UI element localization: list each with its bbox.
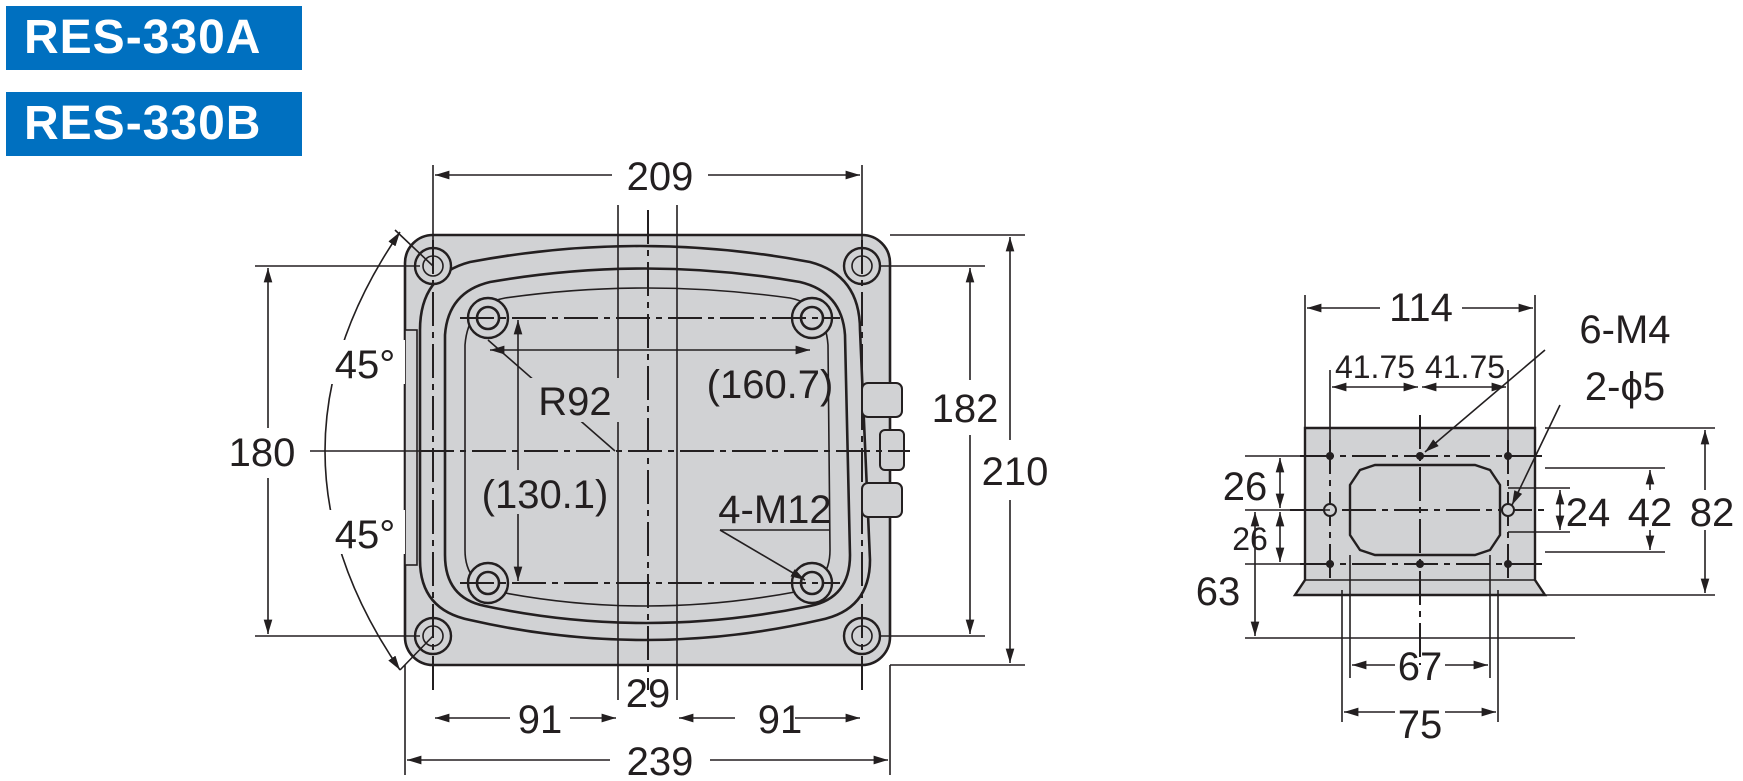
dim-82: 82 [1690, 491, 1735, 535]
middle-rib [443, 267, 852, 625]
model-badge-res-330a: RES-330A [6, 6, 302, 70]
dim-41-75-left: 41.75 [1335, 349, 1415, 385]
dim-91-left: 91 [518, 698, 563, 742]
outer-rib [418, 244, 872, 642]
dim-63: 63 [1196, 570, 1241, 614]
dim-42: 42 [1628, 491, 1673, 535]
center-lines [420, 205, 910, 700]
inner-rib [464, 287, 831, 607]
label-4-m12: 4-M12 [718, 488, 831, 532]
label-r92: R92 [538, 380, 611, 424]
side-m4-holes [1326, 452, 1512, 568]
dim-67: 67 [1398, 645, 1443, 689]
front-view: 209 239 91 29 91 180 45° 45° 182 [229, 155, 1049, 781]
dim-29: 29 [626, 672, 671, 716]
dim-26-lower: 26 [1232, 521, 1268, 557]
side-view: 114 41.75 41.75 6-M4 2-ϕ5 26 26 63 [1196, 286, 1743, 747]
dim-41-75-right: 41.75 [1425, 349, 1505, 385]
angle-45-upper: 45° [335, 343, 396, 387]
dim-180: 180 [229, 431, 296, 475]
dim-182: 182 [932, 387, 999, 431]
dim-209: 209 [627, 155, 694, 199]
label-130-1: (130.1) [482, 473, 609, 517]
label-160-7: (160.7) [707, 363, 834, 407]
dim-91-right: 91 [758, 698, 803, 742]
dim-114: 114 [1389, 286, 1453, 330]
dim-210: 210 [982, 450, 1049, 494]
angle-45-lower: 45° [335, 513, 396, 557]
dim-24: 24 [1566, 491, 1611, 535]
dim-75: 75 [1398, 703, 1443, 747]
dim-26-upper: 26 [1223, 465, 1268, 509]
dim-239: 239 [627, 740, 694, 781]
label-6-m4: 6-M4 [1579, 308, 1670, 352]
right-lug-top [861, 382, 903, 418]
label-2-phi5: 2-ϕ5 [1585, 365, 1665, 409]
right-lug-bottom [861, 482, 903, 518]
left-flange [404, 329, 418, 566]
model-badge-res-330b: RES-330B [6, 92, 302, 156]
